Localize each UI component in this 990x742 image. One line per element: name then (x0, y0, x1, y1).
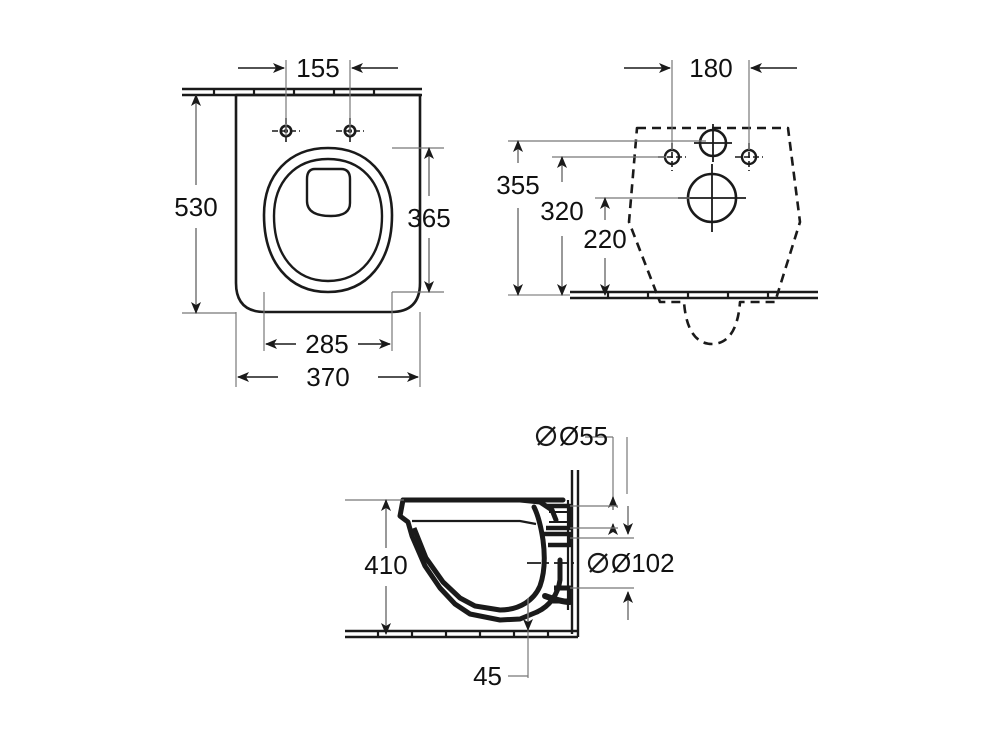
dimension-label-410: 410 (364, 550, 407, 580)
dimension-dia102: Ø102 (570, 506, 675, 620)
dimension-355: 355 (496, 140, 706, 296)
dimension-320: 320 (540, 156, 666, 296)
bowl-section-profile (397, 497, 574, 623)
dimension-label-370: 370 (306, 362, 349, 392)
dimension-label-320: 320 (540, 196, 583, 226)
dimension-label-285: 285 (305, 329, 348, 359)
dimension-label-530: 530 (174, 192, 217, 222)
side-view-wall (570, 470, 580, 637)
dimension-label-dia55: Ø55 (559, 421, 608, 451)
side-view: Ø55 410 Ø102 45 (345, 421, 675, 691)
dimension-410: 410 (345, 499, 408, 635)
dimension-label-355: 355 (496, 170, 539, 200)
front-view: 155 530 365 285 (174, 53, 450, 392)
dimension-530: 530 (174, 94, 236, 314)
dimension-285: 285 (263, 292, 393, 359)
dimension-370: 370 (235, 312, 421, 392)
bowl-rim-outline (272, 157, 384, 283)
dimension-label-365: 365 (407, 203, 450, 233)
dimension-155: 155 (238, 53, 398, 136)
dimension-label-45: 45 (473, 661, 502, 691)
dimension-180: 180 (624, 53, 797, 150)
dimension-label-dia102: Ø102 (611, 548, 675, 578)
dimension-label-220: 220 (583, 224, 626, 254)
front-seat-outline (234, 93, 422, 314)
dimension-dia55: Ø55 (535, 421, 628, 535)
flush-inlet-circle (694, 124, 732, 162)
dimension-365: 365 (392, 147, 451, 293)
diameter-symbol-102 (587, 552, 609, 574)
dimension-45: 45 (473, 598, 533, 691)
flush-opening-outline (305, 167, 352, 218)
diameter-symbol-55 (535, 425, 557, 447)
dimension-220: 220 (583, 197, 690, 296)
dimension-label-155: 155 (296, 53, 339, 83)
bowl-outer-outline (262, 146, 394, 294)
wc-footprint-dashed (627, 126, 802, 346)
dimension-label-180: 180 (689, 53, 732, 83)
wall-view: 180 355 320 220 (496, 53, 818, 346)
